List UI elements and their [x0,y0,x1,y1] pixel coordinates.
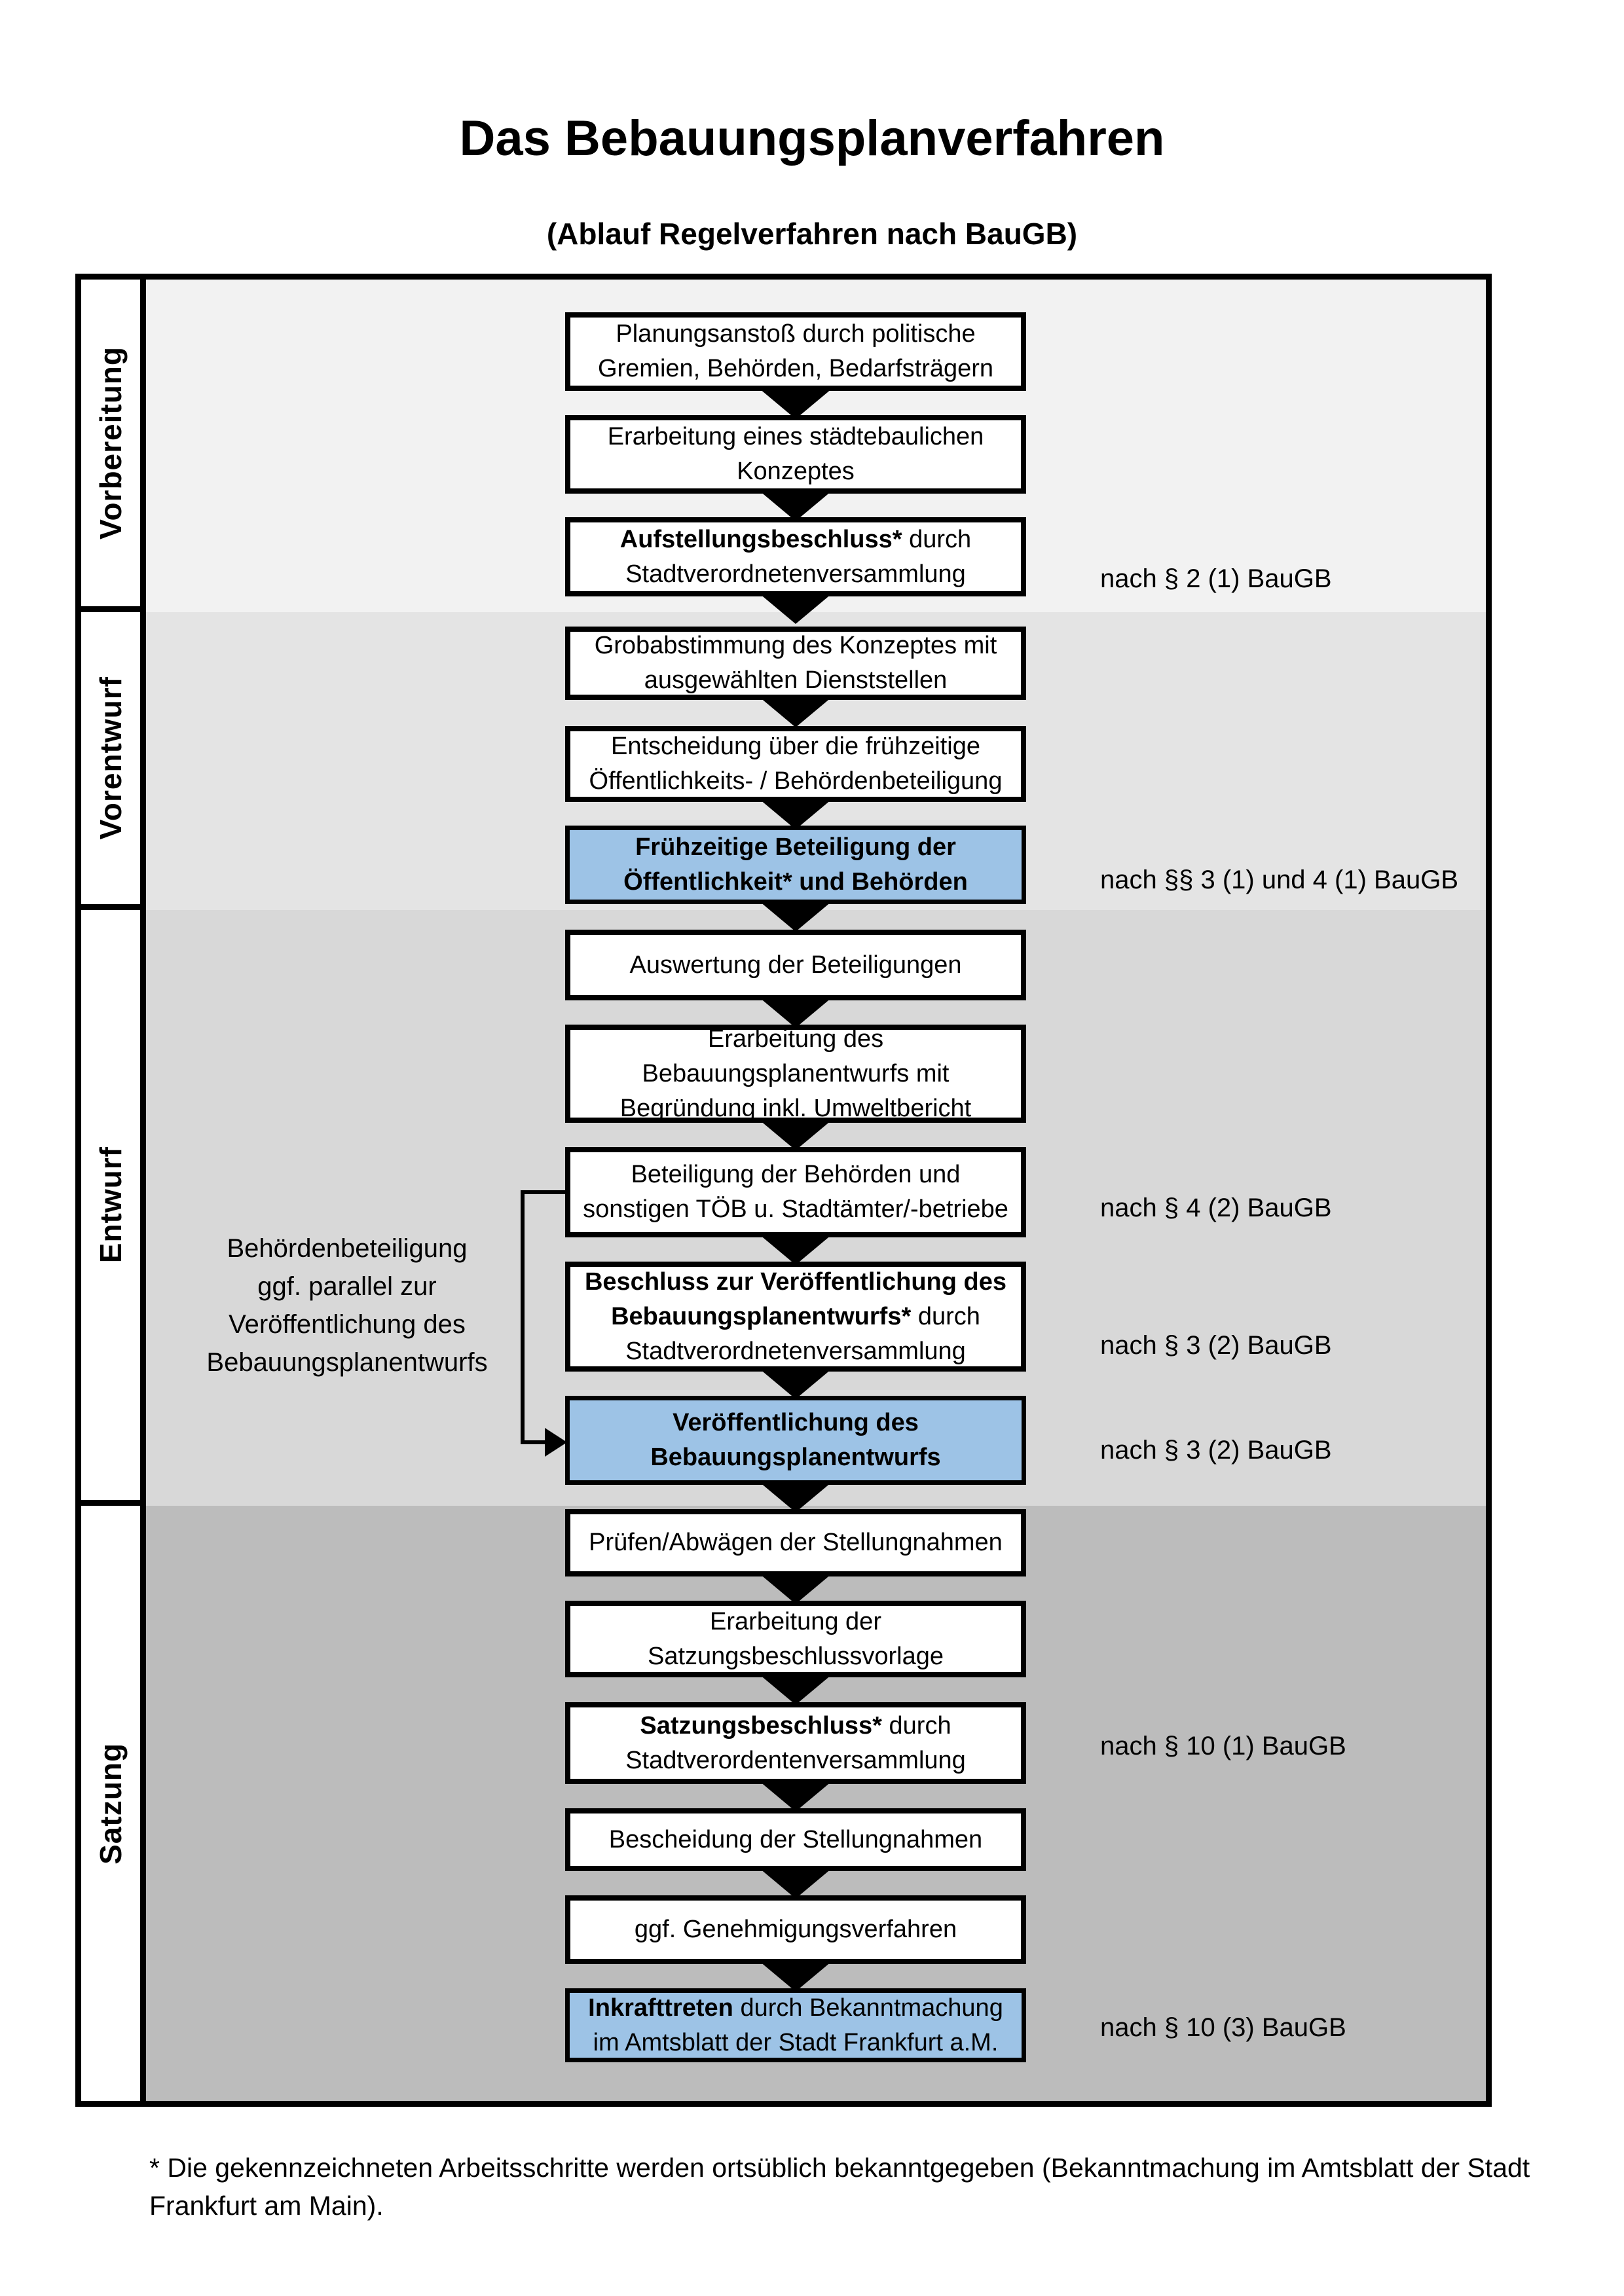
connector-line [521,1190,525,1444]
footnote: * Die gekennzeichneten Arbeitsschritte w… [149,2153,1530,2221]
side-note: Behördenbeteiligung ggf. parallel zur Ve… [206,1234,488,1377]
step-auswertung-beteiligungen: Auswertung der Beteiligungen [565,930,1026,1000]
step-veroeffentlichungsbeschluss: Beschluss zur Veröffentlichung des Bebau… [565,1262,1026,1372]
down-arrow-icon [760,594,832,624]
down-arrow-icon [760,1675,832,1705]
legal-ref-7: nach § 10 (3) BauGB [1100,2013,1346,2042]
step-fruehzeitige-beteiligung: Frühzeitige Beteiligung der Öffentlichke… [565,826,1026,904]
step-aufstellungsbeschluss: Aufstellungsbeschluss* durch Stadtverord… [565,517,1026,596]
step-bescheidung: Bescheidung der Stellungnahmen [565,1808,1026,1871]
step-inkrafttreten: Inkrafttreten durch Bekanntmachung im Am… [565,1988,1026,2062]
step-grobabstimmung: Grobabstimmung des Konzeptes mit ausgewä… [565,627,1026,700]
page-title: Das Bebauungsplanverfahren [459,111,1165,166]
down-arrow-icon [760,1574,832,1604]
step-erarbeitung-entwurf: Erarbeitung des Bebauungsplanentwurfs mi… [565,1025,1026,1123]
connector-line [521,1440,549,1444]
down-arrow-icon [760,1961,832,1992]
phase-label-vorentwurf: Vorentwurf [75,606,146,910]
legal-ref-4: nach § 3 (2) BauGB [1100,1331,1332,1360]
step-veroeffentlichung-entwurf: Veröffentlichung des Bebauungsplanentwur… [565,1396,1026,1485]
down-arrow-icon [760,998,832,1028]
down-arrow-icon [760,697,832,727]
step-satzungsbeschlussvorlage: Erarbeitung der Satzungsbeschlussvorlage [565,1601,1026,1677]
legal-ref-5: nach § 3 (2) BauGB [1100,1436,1332,1465]
step-genehmigungsverfahren: ggf. Genehmigungsverfahren [565,1895,1026,1964]
step-toeb-beteiligung: Beteiligung der Behörden und sonstigen T… [565,1147,1026,1237]
connector-line [521,1190,568,1194]
step-satzungsbeschluss: Satzungsbeschluss* durch Stadtverordente… [565,1702,1026,1784]
legal-ref-2: nach §§ 3 (1) und 4 (1) BauGB [1100,866,1458,894]
down-arrow-icon [760,1120,832,1150]
down-arrow-icon [760,1868,832,1899]
step-entscheidung-beteiligung: Entscheidung über die frühzeitige Öffent… [565,726,1026,802]
legal-ref-1: nach § 2 (1) BauGB [1100,564,1332,593]
step-pruefen-abwaegen: Prüfen/Abwägen der Stellungnahmen [565,1509,1026,1576]
legal-ref-3: nach § 4 (2) BauGB [1100,1194,1332,1222]
down-arrow-icon [760,389,832,419]
down-arrow-icon [760,1781,832,1812]
step-planungsanstoss: Planungsanstoß durch politische Gremien,… [565,312,1026,391]
page-subtitle: (Ablauf Regelverfahren nach BauGB) [546,217,1078,251]
down-arrow-icon [760,1369,832,1399]
phase-label-satzung: Satzung [75,1500,146,2107]
phase-label-vorbereitung: Vorbereitung [75,274,146,612]
down-arrow-icon [760,1235,832,1265]
down-arrow-icon [760,491,832,521]
down-arrow-icon [760,799,832,829]
legal-ref-6: nach § 10 (1) BauGB [1100,1732,1346,1760]
right-arrow-icon [545,1428,567,1457]
phase-label-entwurf: Entwurf [75,904,146,1506]
step-staedtebauliches-konzept: Erarbeitung eines städtebaulichen Konzep… [565,415,1026,494]
down-arrow-icon [760,902,832,932]
down-arrow-icon [760,1482,832,1512]
